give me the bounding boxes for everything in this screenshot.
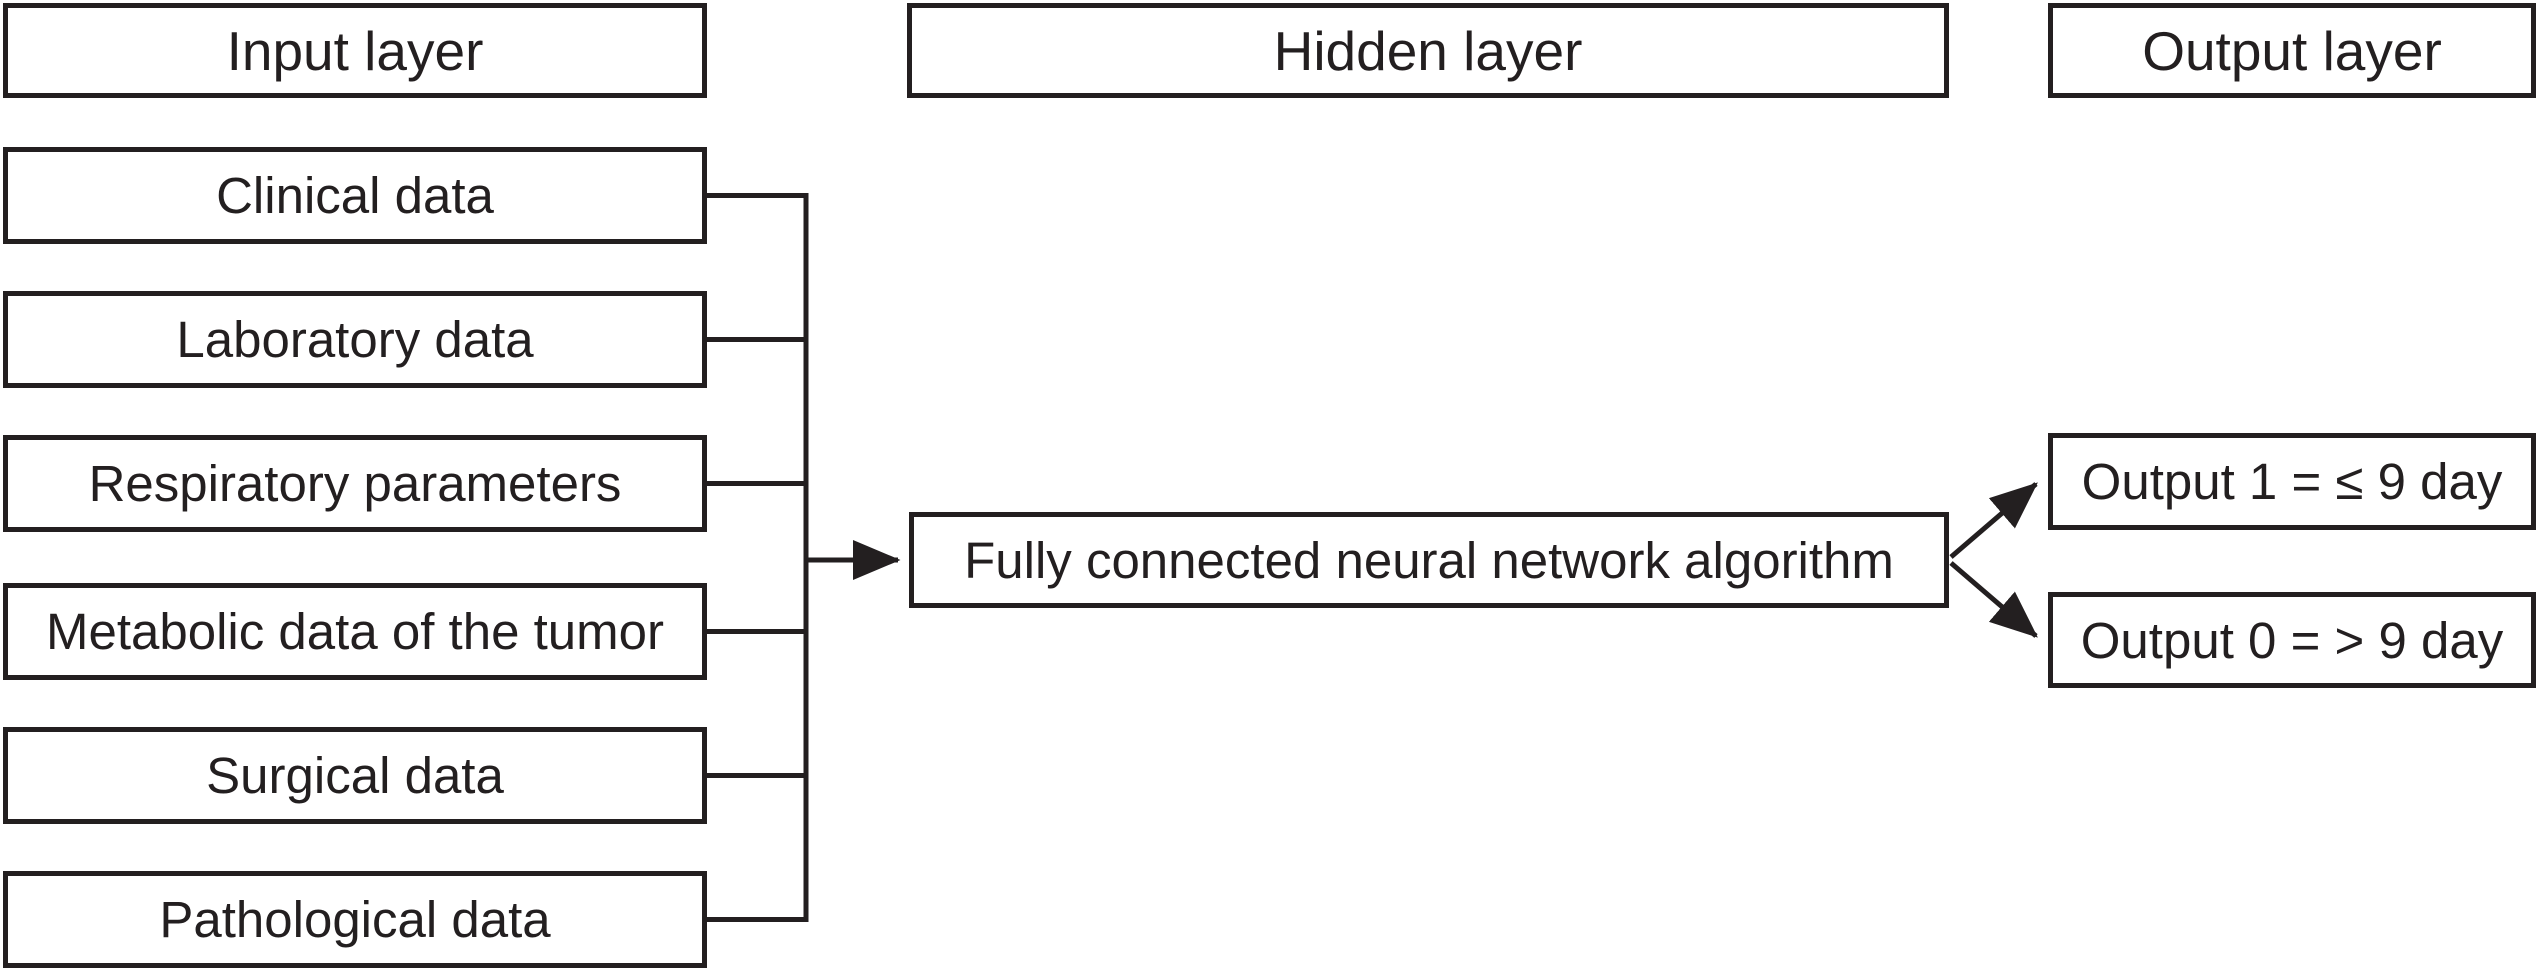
output-node-1: Output 1 = ≤ 9 day	[2048, 433, 2536, 530]
arrow-to-output-0	[1949, 561, 2038, 638]
input-node-laboratory-data: Laboratory data	[3, 291, 707, 388]
input-node-respiratory-params: Respiratory parameters	[3, 435, 707, 532]
output-layer-header: Output layer	[2048, 3, 2536, 98]
output-node-0: Output 0 = > 9 day	[2048, 592, 2536, 688]
input-node-surgical-data: Surgical data	[3, 727, 707, 824]
arrow-to-output-1	[1949, 482, 2038, 559]
input-layer-header: Input layer	[3, 3, 707, 98]
hidden-layer-header: Hidden layer	[907, 3, 1949, 98]
input-node-pathological-data: Pathological data	[3, 871, 707, 968]
input-node-clinical-data: Clinical data	[3, 147, 707, 244]
input-node-metabolic-data: Metabolic data of the tumor	[3, 583, 707, 680]
hidden-node-fully-connected-nn: Fully connected neural network algorithm	[909, 512, 1949, 608]
